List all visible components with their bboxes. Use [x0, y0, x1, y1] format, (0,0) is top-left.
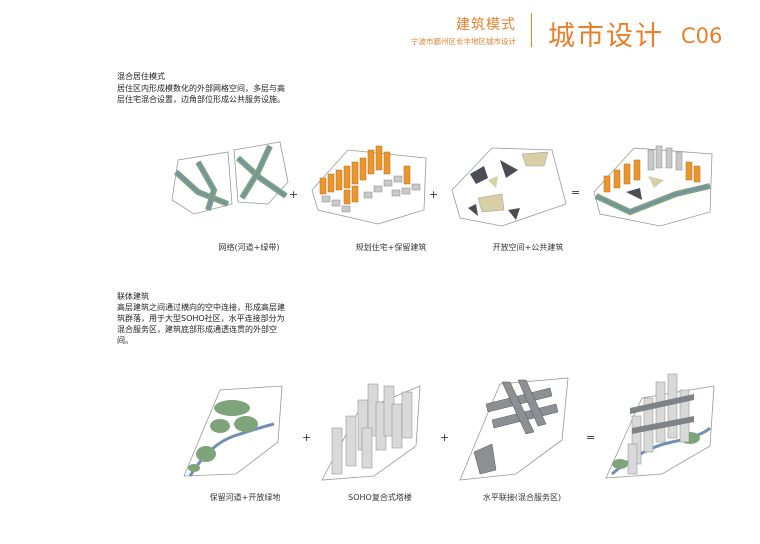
diagram-horizontal-links: [459, 377, 569, 481]
diagram-open-space: [451, 147, 567, 227]
diagram-residential: [311, 145, 427, 225]
page-title: 城市设计: [548, 21, 664, 52]
operator-equals-1: =: [571, 186, 581, 199]
operator-equals-2: =: [586, 431, 596, 444]
diagram-soho-towers: [321, 383, 421, 481]
header-divider: [531, 13, 532, 47]
operator-plus-4: +: [440, 431, 450, 444]
section-1-title: 混合居住模式: [117, 72, 165, 81]
caption-network: 网络(河道+绿带): [218, 243, 280, 252]
operator-plus-3: +: [302, 431, 312, 444]
section-1-body: 居住区内形成模数化的外部网格空间，多层与高层住宅混合设置，边角部位形成公共服务设…: [117, 84, 285, 104]
section-2-title: 联体建筑: [117, 292, 149, 301]
caption-open-space: 开放空间+公共建筑: [492, 243, 564, 252]
header-subtitle: 宁波市鄞州区长丰地区城市设计: [411, 37, 516, 46]
page-code: C06: [681, 24, 723, 48]
diagram-river-green: [183, 385, 283, 477]
caption-residential: 规划住宅+保留建筑: [355, 243, 427, 252]
operator-plus-1: +: [289, 188, 299, 201]
diagram-network: [171, 141, 289, 215]
caption-horizontal-links: 水平联接(混合服务区): [482, 493, 562, 502]
caption-soho-towers: SOHO复合式塔楼: [348, 493, 412, 502]
section-2-body: 高层建筑之间通过横向的空中连接，形成高层建筑群落，用于大型SOHO社区，水平连接…: [117, 303, 285, 345]
operator-plus-2: +: [429, 188, 439, 201]
caption-river-green: 保留河道+开放绿地: [209, 493, 281, 502]
header-title: 建筑模式: [456, 17, 516, 33]
diagram-linked-result: [605, 373, 715, 479]
diagram-residential-result: [593, 145, 713, 227]
